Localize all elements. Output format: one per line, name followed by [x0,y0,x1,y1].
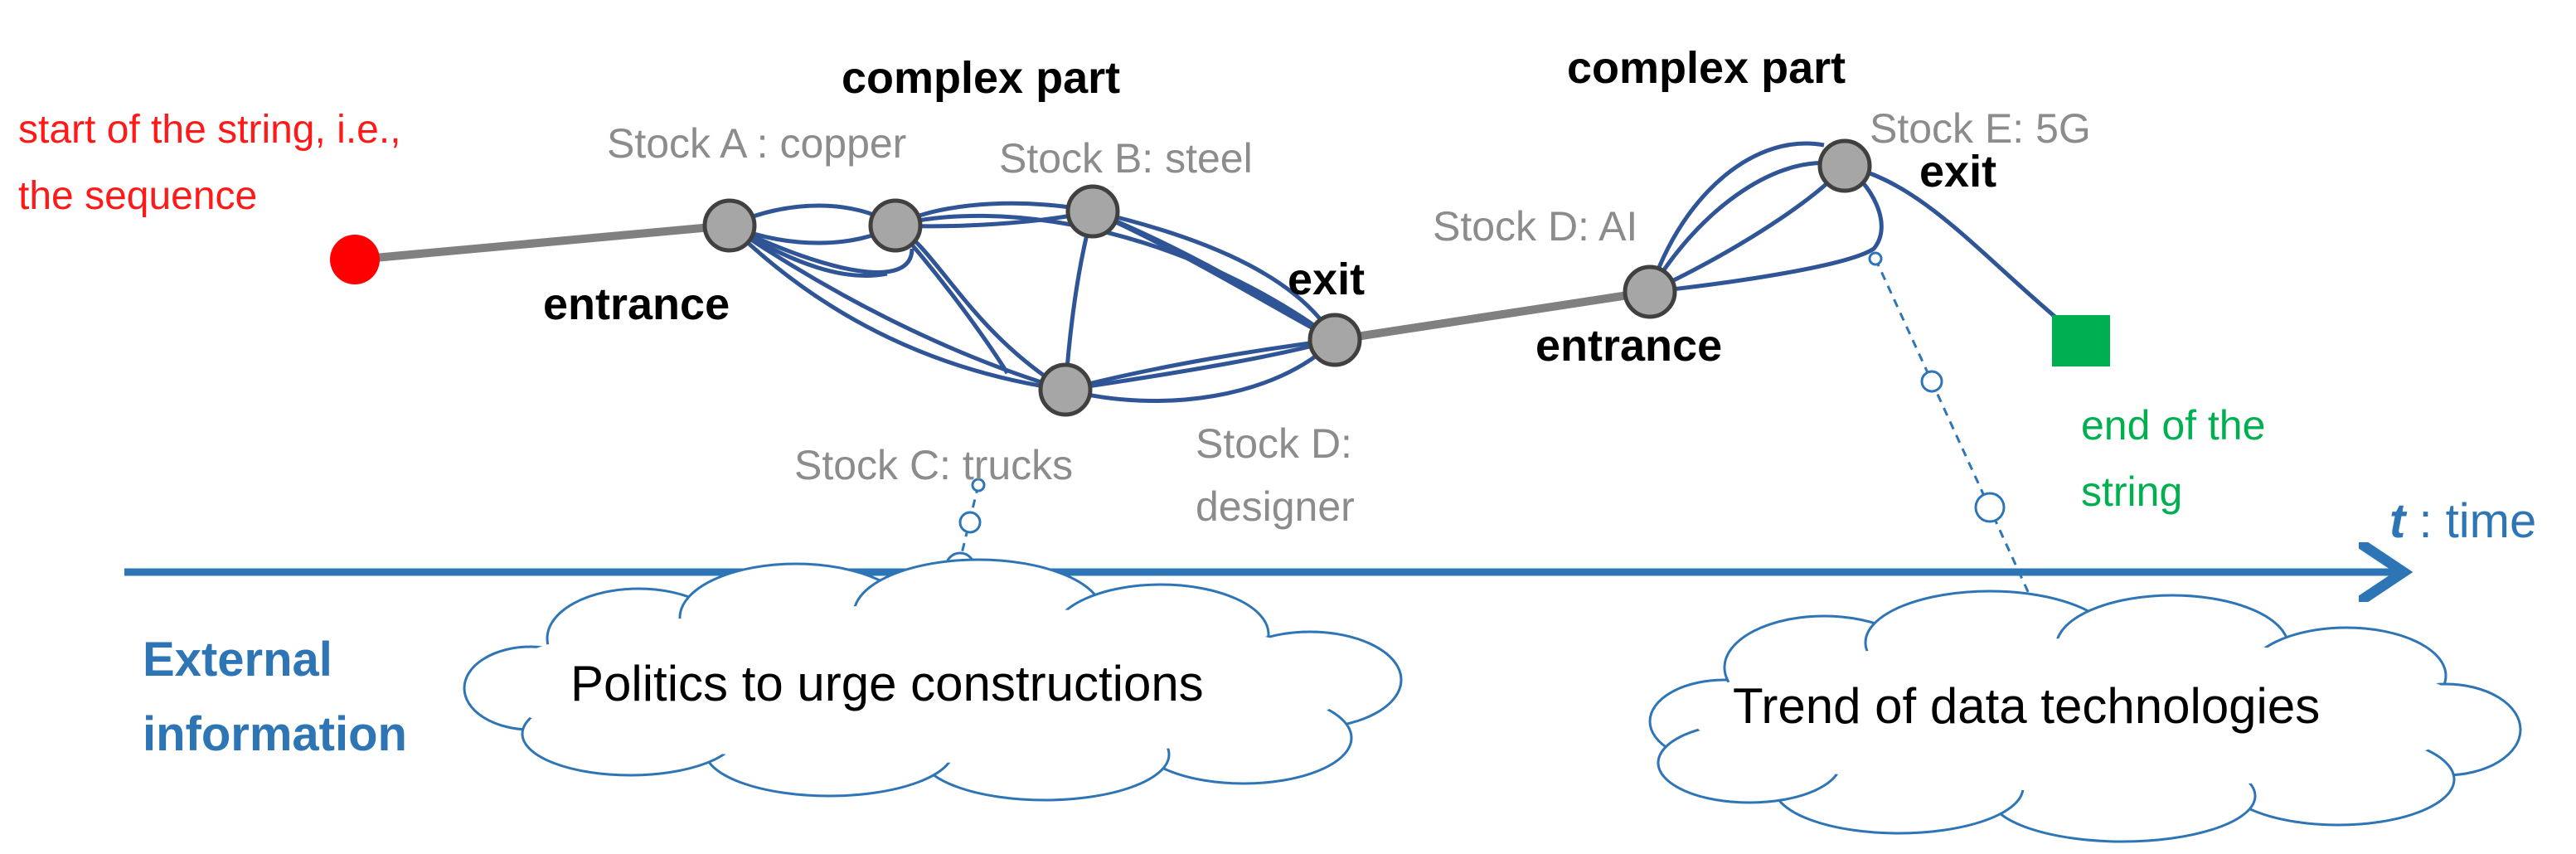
stock-e-label: Stock E: 5G [1870,105,2091,152]
cloud-politics [463,558,1403,802]
complex-part-1-label: complex part [842,53,1120,103]
entrance-2-label: entrance [1535,321,1722,371]
external-info-line-1: External [143,633,332,687]
cloud-trend-text: Trend of data technologies [1733,678,2320,734]
node-stock-a [702,198,757,253]
stock-d-ai-label: Stock D: AI [1433,203,1637,250]
end-marker [2052,315,2110,366]
cloud-trend [1648,590,2522,843]
time-axis-t: t [2389,494,2408,548]
exit-1-label: exit [1288,255,1365,304]
node-entrance-2 [1623,264,1677,319]
trend-connector [1868,251,2045,627]
exit-2-label: exit [1919,147,1996,197]
stock-d-designer-line-1: Stock D: [1196,420,1352,467]
stock-d-designer-line-2: designer [1196,483,1355,530]
time-axis-label: t : time [2389,494,2536,548]
end-label-line-2: string [2081,468,2182,515]
middle-connector [1331,288,1654,344]
stock-a-label: Stock A : copper [607,120,906,167]
start-connector [352,221,734,264]
external-info-line-2: information [143,707,407,761]
complex-part-2-label: complex part [1567,43,1846,93]
node-stock-c [1038,362,1093,417]
stock-c-label: Stock C: trucks [794,442,1073,488]
end-label-line-1: end of the [2081,402,2265,449]
complex-part-2-edges [1647,141,2074,333]
cloud-politics-text: Politics to urge constructions [570,656,1204,711]
node-stock-e [1817,138,1872,193]
start-label-line-1: start of the string, i.e., [18,108,401,152]
node-stock-b [1065,184,1120,239]
node-stock-a2 [868,198,923,253]
complex-part-1-edges [728,201,1337,403]
stock-b-label: Stock B: steel [999,135,1253,182]
start-label-line-2: the sequence [18,174,257,218]
entrance-1-label: entrance [543,279,730,329]
time-axis-rest: : time [2405,494,2536,548]
start-marker [330,235,380,284]
node-exit-1 [1307,313,1362,367]
